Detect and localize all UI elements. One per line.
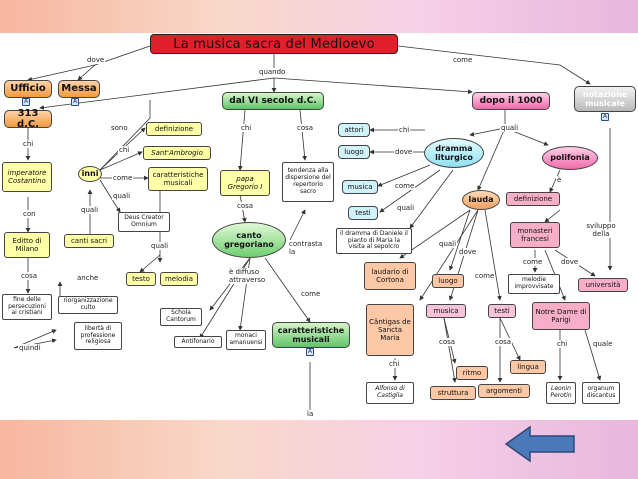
link-label: come [522, 258, 544, 266]
node-cantigas[interactable]: Cântigas de Sancta Maria [366, 304, 414, 356]
link-label: cosa [494, 338, 513, 346]
node-struttura[interactable]: struttura [430, 386, 476, 400]
node-lauda[interactable]: lauda [462, 190, 500, 210]
link-label: dove [458, 248, 478, 256]
node-ufficio[interactable]: Ufficio [4, 80, 52, 98]
node-dramma-liturgico[interactable]: dramma liturgico [424, 138, 484, 168]
link-label: sono [110, 124, 129, 132]
node-attori[interactable]: attori [338, 123, 370, 137]
node-sant-ambrogio[interactable]: Sant'Ambrogio [143, 146, 211, 160]
link-label: come [112, 174, 134, 182]
link-label: è diffuso attraverso [228, 268, 272, 284]
node-ritmo[interactable]: ritmo [456, 366, 488, 380]
node-testi-1[interactable]: testi [348, 206, 378, 220]
node-notazione[interactable]: notazione musicale [574, 86, 636, 112]
node-schola[interactable]: Schola Cantorum [160, 308, 202, 326]
node-musica-2[interactable]: musica [426, 304, 466, 318]
link-label: dove [560, 258, 580, 266]
link-label: chi [22, 140, 35, 148]
link-label: quindi [18, 344, 42, 352]
link-label: quali [112, 192, 132, 200]
node-dopo-1000[interactable]: dopo il 1000 [472, 92, 550, 110]
document-icon[interactable]: A [601, 113, 609, 121]
document-icon[interactable]: A [306, 348, 314, 356]
document-icon[interactable]: A [71, 98, 79, 106]
link-label: la [306, 410, 315, 418]
node-lingua[interactable]: lingua [510, 360, 546, 374]
node-definizione-2[interactable]: definizione [506, 192, 560, 206]
document-icon[interactable]: A [22, 98, 30, 106]
link-label: con [22, 210, 37, 218]
node-definizione-1[interactable]: definizione [146, 122, 202, 136]
node-luogo-2[interactable]: luogo [432, 274, 464, 288]
node-canti-sacri[interactable]: canti sacri [64, 234, 114, 248]
top-banner [0, 0, 638, 33]
node-monaci[interactable]: monaci amanuensi [226, 330, 266, 350]
link-label: quali [396, 204, 416, 212]
link-label: cosa [20, 272, 39, 280]
link-label: chi [240, 124, 253, 132]
link-label: cosa [296, 124, 315, 132]
node-leonin[interactable]: Leonin Perotin [546, 382, 576, 404]
node-liberta[interactable]: libertà di professione religiosa [74, 322, 122, 350]
node-monasteri[interactable]: monasteri francesi [510, 222, 560, 248]
node-vi-secolo[interactable]: dal VI secolo d.C. [222, 92, 324, 110]
node-alfonso[interactable]: Alfonso di Castiglia [366, 382, 414, 404]
node-luogo-1[interactable]: luogo [338, 145, 370, 159]
link-label: quale [592, 340, 614, 348]
node-organum[interactable]: organum discantus [582, 382, 620, 404]
link-label: dove [86, 56, 106, 64]
node-notre-dame[interactable]: Notre Dame di Parigi [532, 302, 590, 330]
link-label: quando [258, 68, 287, 76]
link-label: chi [398, 126, 411, 134]
node-fine-persecuzioni[interactable]: fine delle persecuzioni ai cristiani [2, 294, 52, 320]
link-label: chi [118, 146, 131, 154]
back-arrow-button[interactable] [504, 424, 576, 464]
node-inni[interactable]: inni [78, 166, 102, 182]
link-label: cosa [438, 338, 457, 346]
node-imperatore[interactable]: imperatore Costantino [2, 162, 52, 192]
link-label: quali [80, 206, 100, 214]
link-label: cosa [236, 202, 255, 210]
node-canto-gregoriano[interactable]: canto gregoriano [212, 222, 286, 258]
link-label: come [452, 56, 474, 64]
link-label: come [394, 182, 416, 190]
link-label: quali [150, 242, 170, 250]
node-dramma-daniele[interactable]: il dramma di Daniele il pianto di Maria … [336, 228, 412, 254]
link-label: sviluppo della [584, 222, 618, 238]
node-papa-gregorio[interactable]: papa Gregorio I [220, 170, 270, 196]
node-messa[interactable]: Messa [58, 80, 100, 98]
link-label: è [556, 176, 563, 184]
node-caratteristiche-1[interactable]: caratteristiche musicali [148, 167, 208, 191]
node-universita[interactable]: università [578, 278, 628, 292]
node-testo-1[interactable]: testo [126, 272, 156, 286]
node-antifonario[interactable]: Antifonario [174, 336, 222, 348]
link-label: contrasta la [288, 240, 323, 256]
node-musica-1[interactable]: musica [342, 180, 378, 194]
link-label: dove [394, 148, 414, 156]
node-deus-creator[interactable]: Deus Creator Omnium [118, 212, 170, 232]
node-riorganizzazione[interactable]: riorganizzazione culto [58, 296, 118, 314]
link-label: anche [76, 274, 100, 282]
node-tendenza[interactable]: tendenza alla dispersione del repertorio… [282, 162, 334, 202]
link-label: chi [388, 360, 401, 368]
node-polifonia[interactable]: polifonia [542, 146, 598, 170]
link-label: come [300, 290, 322, 298]
node-313-dc[interactable]: 313 d.C. [4, 108, 52, 130]
link-label: quali [500, 124, 520, 132]
link-label: quali [438, 240, 458, 248]
node-testi-2[interactable]: testi [488, 304, 516, 318]
node-melodie[interactable]: melodie improvvisate [508, 274, 560, 294]
node-caratteristiche-2[interactable]: caratteristiche musicali [272, 322, 350, 348]
node-melodia[interactable]: melodia [160, 272, 198, 286]
link-label: come [474, 272, 496, 280]
node-laudario[interactable]: laudario di Cortona [364, 262, 416, 290]
map-title: La musica sacra del Medioevo [150, 34, 398, 54]
link-label: chi [556, 340, 569, 348]
node-editto[interactable]: Editto di Milano [4, 232, 50, 258]
node-argomenti[interactable]: argomenti [478, 384, 530, 398]
